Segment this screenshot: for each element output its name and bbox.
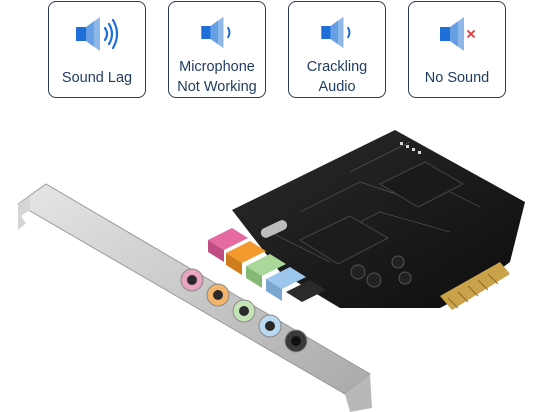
jack-blue <box>258 314 282 338</box>
issue-label: Crackling Audio <box>306 59 368 95</box>
audio-port-block <box>208 228 326 302</box>
audio-jacks <box>180 268 308 353</box>
issue-card-microphone: Microphone Not Working <box>168 1 266 98</box>
issue-card-no-sound: No Sound <box>408 1 506 98</box>
jack-pink <box>180 268 204 292</box>
issue-card-crackling: Crackling Audio <box>288 1 386 98</box>
issue-card-sound-lag: Sound Lag <box>48 1 146 98</box>
issue-label: Sound Lag <box>61 70 133 86</box>
speaker-low-icon <box>321 16 351 49</box>
issue-label: No Sound <box>424 70 490 86</box>
sound-card-photo <box>17 130 525 412</box>
jack-black <box>284 329 308 353</box>
issue-cards: Sound Lag Microphone Not Working Crackli… <box>0 0 553 100</box>
jack-orange <box>206 283 230 307</box>
speaker-waves-icon <box>76 17 119 51</box>
speaker-mute-icon <box>440 17 475 51</box>
jack-green <box>232 299 256 323</box>
speaker-low-icon <box>201 16 231 49</box>
issue-label: Microphone Not Working <box>177 59 257 95</box>
pcb-board <box>232 130 525 310</box>
